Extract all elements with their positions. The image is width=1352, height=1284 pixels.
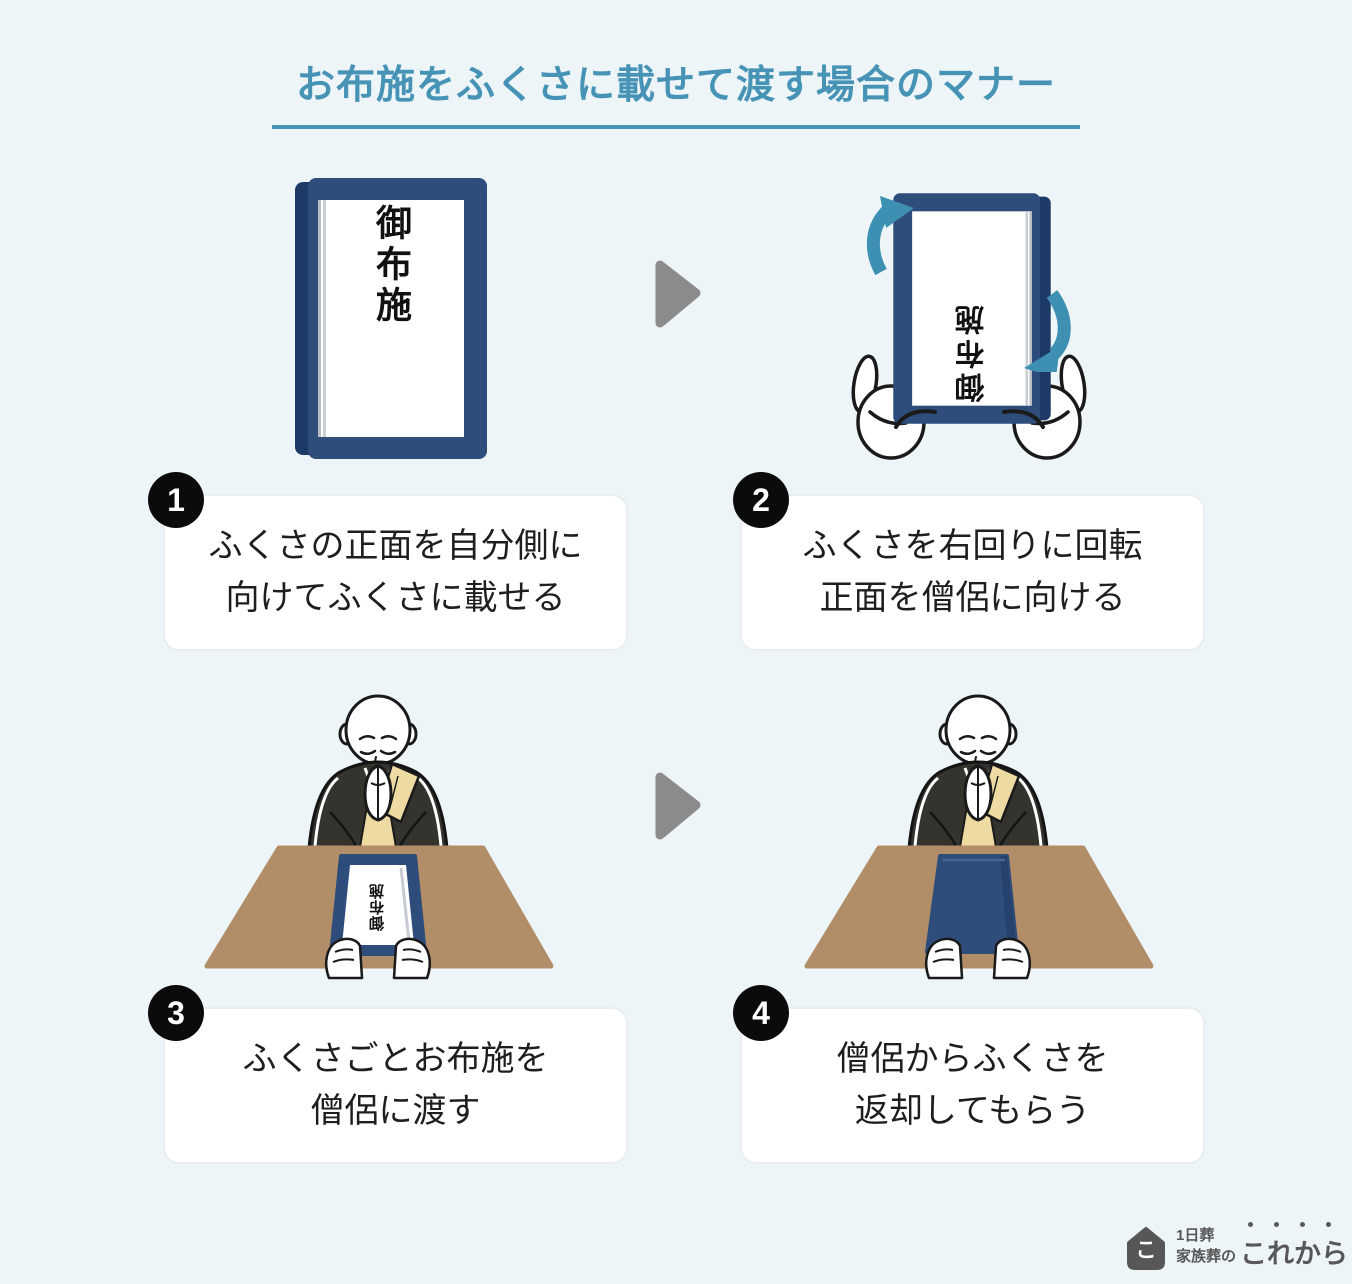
monk-figure: [907, 694, 1049, 850]
step2-text-line2: 正面を僧侶に向ける: [819, 578, 1126, 617]
receiving-hands: [325, 937, 431, 980]
step4-badge: 4: [733, 985, 789, 1041]
step2-text-line1: ふくさを右回りに回転: [802, 526, 1143, 565]
next-step-arrow-icon: [655, 260, 701, 328]
fukusa-on-table: [329, 854, 427, 956]
step3-text-line2: 僧侶に渡す: [310, 1091, 481, 1130]
rotate-clockwise-arrow-icon: [866, 196, 914, 276]
logo-subtitle-line1: 1日葬: [1176, 1227, 1215, 1244]
fingertip-icon: [894, 409, 937, 429]
fingertip-icon: [1002, 409, 1045, 429]
offering-envelope-label: 御布施: [368, 883, 386, 931]
title-block: お布施をふくさに載せて渡す場合のマナー: [0, 54, 1352, 129]
step2-card: ふくさを右回りに回転 正面を僧侶に向ける: [740, 494, 1205, 651]
step1-text-line1: ふくさの正面を自分側に: [208, 526, 583, 565]
envelope-fold-line: [318, 200, 327, 437]
house-icon-char: こ: [1136, 1239, 1157, 1262]
page-title: お布施をふくさに載せて渡す場合のマナー: [271, 54, 1080, 129]
brand-name: これから: [1240, 1239, 1348, 1269]
brand-logo: こ 1日葬 家族葬の これから: [1122, 1222, 1348, 1272]
step3-badge: 3: [148, 985, 204, 1041]
step4-text-line2: 返却してもらう: [854, 1091, 1091, 1130]
offering-envelope-label: 御布施: [954, 301, 990, 403]
brand-dots: [1248, 1222, 1331, 1227]
step1-text-line2: 向けてふくさに載せる: [225, 578, 566, 617]
offering-envelope: [318, 200, 464, 437]
logo-subtitle-line2: 家族葬の: [1176, 1248, 1237, 1265]
rotate-clockwise-arrow-icon: [1024, 290, 1071, 372]
offering-envelope-label: 御布施: [370, 204, 412, 327]
monk-receiving-fukusa-illustration: [204, 694, 554, 980]
next-step-arrow-icon: [655, 772, 701, 840]
receiving-hands: [925, 937, 1031, 980]
folded-fukusa: [925, 854, 1019, 954]
step3-text-line1: ふくさごとお布施を: [242, 1039, 549, 1078]
step1-badge: 1: [148, 472, 204, 528]
monk-returning-fukusa-illustration: [804, 694, 1154, 980]
step1-card: ふくさの正面を自分側に 向けてふくさに載せる: [163, 494, 628, 651]
step4-card: 僧侶からふくさを 返却してもらう: [740, 1007, 1205, 1164]
step3-card: ふくさごとお布施を 僧侶に渡す: [163, 1007, 628, 1164]
step4-text-line1: 僧侶からふくさを: [836, 1039, 1109, 1078]
step2-badge: 2: [733, 472, 789, 528]
step1-fukusa-illustration: 御布施: [295, 178, 487, 459]
house-icon: こ: [1127, 1227, 1165, 1270]
logo-subtitle: 1日葬 家族葬の: [1176, 1225, 1236, 1267]
monk-figure: [307, 694, 449, 850]
